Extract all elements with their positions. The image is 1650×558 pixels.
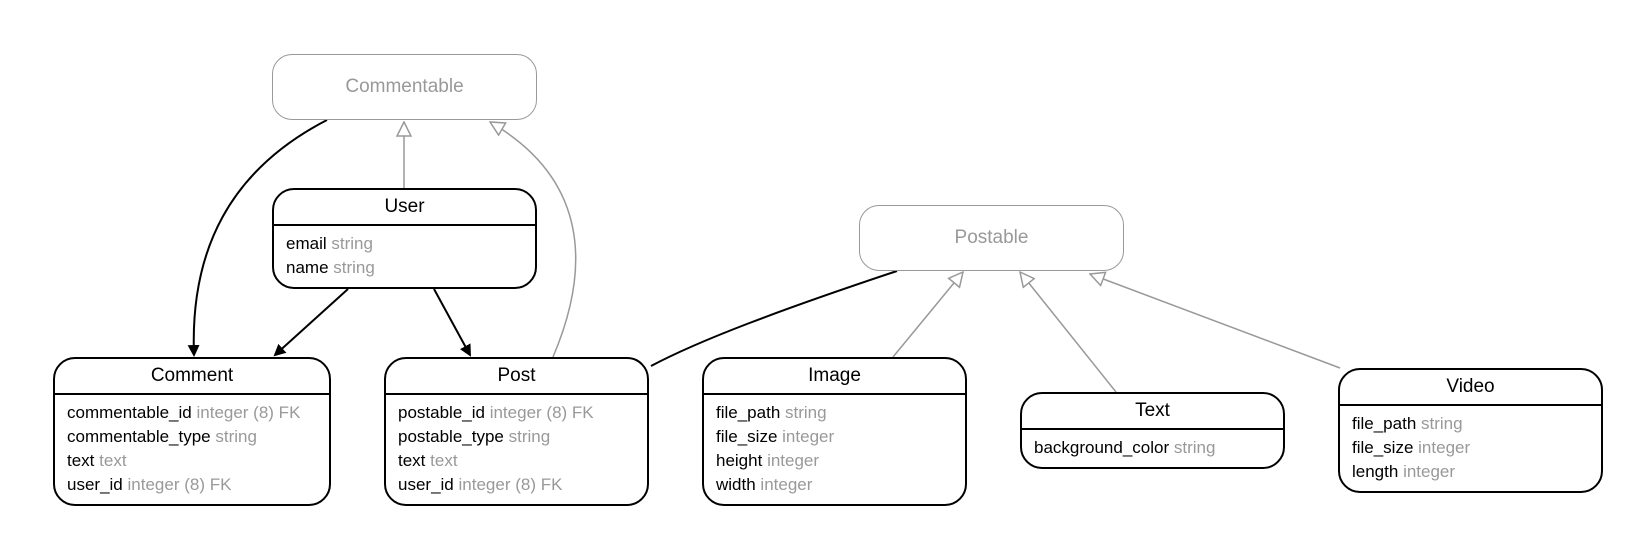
entity-text[interactable]: Text background_color string [1020,392,1285,469]
attribute-row: height integer [716,451,820,470]
attribute-row: postable_type string [398,427,551,446]
attribute-row: commentable_type string [67,427,257,446]
attribute-row: length integer [1352,462,1456,481]
entity-post[interactable]: Post postable_id integer (8) FK postable… [384,357,649,506]
edge-user-comment [273,288,349,357]
attribute-row: file_path string [716,403,827,422]
attribute-row: file_size integer [716,427,835,446]
abstract-commentable[interactable]: Commentable [272,54,537,120]
attribute-row: commentable_id integer (8) FK [67,403,301,422]
attribute-row: email string [286,234,373,253]
attribute-row: width integer [716,475,813,494]
attribute-row: postable_id integer (8) FK [398,403,594,422]
entity-title: Post [386,359,647,395]
entity-title: Comment [55,359,329,395]
edge-user-post [433,288,471,357]
attribute-row: background_color string [1034,438,1216,457]
attribute-row: text text [67,451,127,470]
entity-image[interactable]: Image file_path string file_size integer… [702,357,967,506]
attribute-row: name string [286,258,375,277]
abstract-commentable-label: Commentable [345,76,464,97]
attribute-row: user_id integer (8) FK [67,475,232,494]
edge-post-commentable [490,122,577,358]
entity-user[interactable]: User email string name string [272,188,537,289]
entity-title: Video [1340,370,1601,406]
edge-video-postable [1090,274,1341,369]
abstract-postable[interactable]: Postable [859,205,1124,271]
edge-commentable-comment [187,119,328,357]
attribute-row: text text [398,451,458,470]
edge-postable-post [650,270,898,367]
edge-text-postable [1020,272,1117,393]
entity-video[interactable]: Video file_path string file_size integer… [1338,368,1603,493]
attribute-row: file_size integer [1352,438,1471,457]
entity-title: Image [704,359,965,395]
attribute-row: user_id integer (8) FK [398,475,563,494]
entity-title: User [274,190,535,226]
edge-image-postable [892,272,963,358]
abstract-postable-label: Postable [954,227,1029,248]
attribute-row: file_path string [1352,414,1463,433]
entity-title: Text [1022,394,1283,430]
entity-comment[interactable]: Comment commentable_id integer (8) FK co… [53,357,331,506]
